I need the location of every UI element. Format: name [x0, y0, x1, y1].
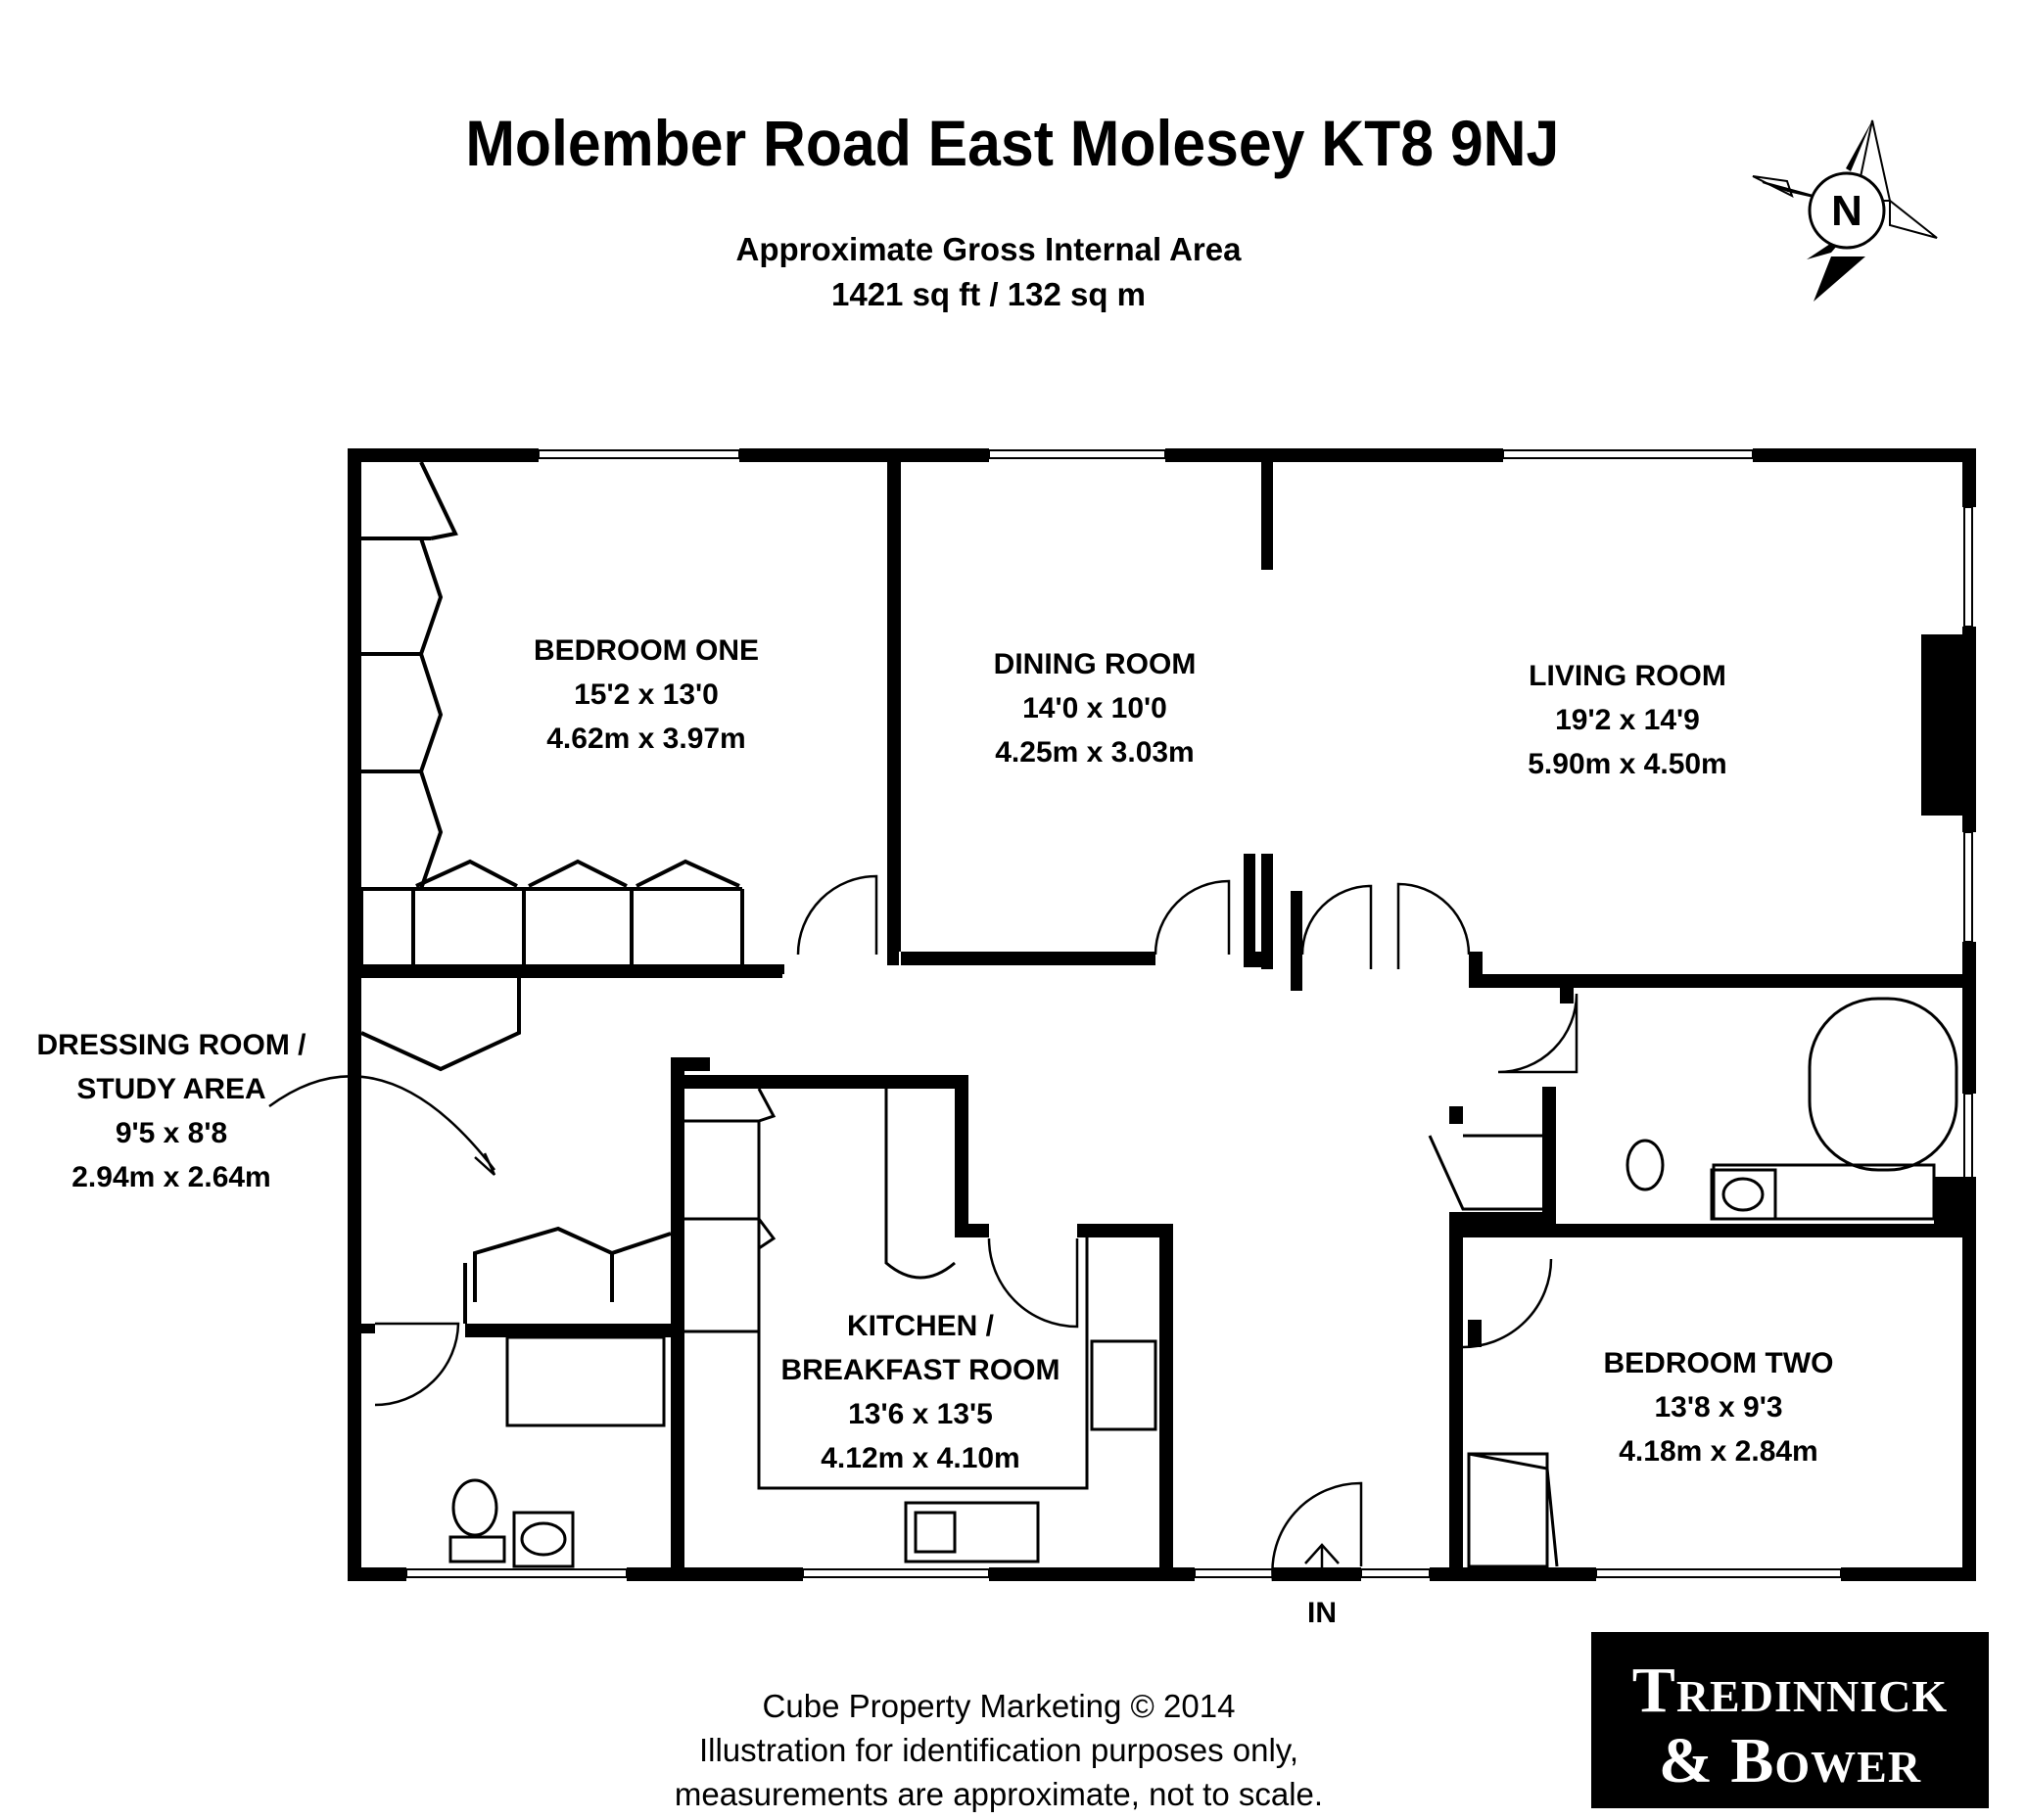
page-title: Molember Road East Molesey KT8 9NJ — [465, 107, 1560, 179]
room-bedroom-two: BEDROOM TWO 13'8 x 9'3 4.18m x 2.84m — [1572, 1341, 1865, 1473]
entrance-arrow-icon — [1304, 1543, 1340, 1581]
room-dressing-room: DRESSING ROOM / STUDY AREA 9'5 x 8'8 2.9… — [20, 1023, 323, 1199]
exterior-walls — [348, 448, 1976, 1581]
entrance-label: IN — [1307, 1597, 1337, 1629]
room-dining-room: DINING ROOM 14'0 x 10'0 4.25m x 3.03m — [948, 642, 1242, 774]
logo-line2: & Bower — [1658, 1725, 1922, 1797]
area-caption: Approximate Gross Internal Area — [735, 231, 1242, 267]
interior-walls — [361, 462, 1976, 1581]
bathroom-fittings — [448, 997, 1958, 1568]
room-living-room: LIVING ROOM 19'2 x 14'9 5.90m x 4.50m — [1481, 654, 1774, 786]
room-dimensions-imperial: 13'8 x 9'3 — [1654, 1391, 1783, 1423]
room-kitchen: KITCHEN / BREAKFAST ROOM 13'6 x 13'5 4.1… — [764, 1304, 1077, 1480]
room-name-line2: BREAKFAST ROOM — [780, 1354, 1060, 1386]
room-name: BEDROOM TWO — [1603, 1347, 1834, 1379]
room-dimensions-imperial: 19'2 x 14'9 — [1555, 704, 1700, 736]
area-value: 1421 sq ft / 132 sq m — [831, 276, 1146, 312]
compass-north-label: N — [1831, 187, 1862, 235]
kitchen-fittings — [684, 1088, 1157, 1563]
door-swings — [268, 874, 1578, 1582]
gross-internal-area: Approximate Gross Internal Area 1421 sq … — [0, 227, 2002, 317]
room-dimensions-imperial: 14'0 x 10'0 — [1022, 692, 1167, 724]
room-dimensions-metric: 5.90m x 4.50m — [1528, 748, 1727, 780]
room-dimensions-metric: 4.12m x 4.10m — [821, 1442, 1020, 1474]
room-name-line1: DRESSING ROOM / — [36, 1029, 306, 1061]
room-bedroom-one: BEDROOM ONE 15'2 x 13'0 4.62m x 3.97m — [499, 629, 793, 761]
room-dimensions-imperial: 13'6 x 13'5 — [848, 1398, 993, 1430]
agent-logo: Tredinnick & Bower — [1591, 1632, 1989, 1808]
room-name-line1: KITCHEN / — [847, 1310, 994, 1342]
room-dimensions-metric: 2.94m x 2.64m — [71, 1161, 271, 1193]
logo-line1: Tredinnick — [1631, 1655, 1949, 1726]
compass-icon — [1752, 119, 1938, 302]
room-dimensions-imperial: 15'2 x 13'0 — [574, 678, 719, 711]
room-name: BEDROOM ONE — [533, 634, 759, 667]
room-dimensions-imperial: 9'5 x 8'8 — [115, 1117, 228, 1149]
disclaimer-line1: Cube Property Marketing © 2014 — [762, 1688, 1236, 1724]
room-name: DINING ROOM — [993, 648, 1197, 680]
disclaimer-line2: Illustration for identification purposes… — [698, 1732, 1299, 1768]
disclaimer: Cube Property Marketing © 2014 Illustrat… — [588, 1684, 1410, 1816]
room-dimensions-metric: 4.62m x 3.97m — [546, 723, 746, 755]
room-name-line2: STUDY AREA — [76, 1073, 266, 1105]
disclaimer-line3: measurements are approximate, not to sca… — [674, 1776, 1324, 1812]
room-name: LIVING ROOM — [1529, 660, 1726, 692]
room-dimensions-metric: 4.25m x 3.03m — [995, 736, 1195, 769]
room-dimensions-metric: 4.18m x 2.84m — [1619, 1435, 1818, 1468]
wardrobes — [359, 461, 744, 1324]
